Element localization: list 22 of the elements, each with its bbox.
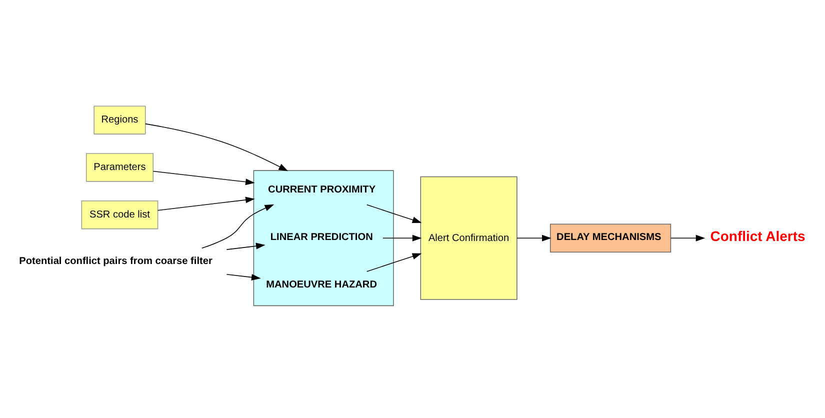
node-text: MANOEUVRE HAZARD xyxy=(266,279,377,290)
cluster xyxy=(253,170,394,306)
node-box: Alert Confirmation xyxy=(420,176,518,300)
arrow xyxy=(366,204,422,224)
arrow xyxy=(226,274,261,281)
node-text: LINEAR PREDICTION xyxy=(270,232,373,243)
node-box: Parameters xyxy=(86,153,154,182)
node-text: Potential conflict pairs from coarse filter xyxy=(19,256,212,268)
node-text: CURRENT PROXIMITY xyxy=(268,184,376,196)
arrow xyxy=(670,234,706,242)
node-box: SSR code list xyxy=(81,200,158,230)
arrow xyxy=(226,242,266,250)
arrow xyxy=(366,253,422,272)
arrow xyxy=(157,196,255,211)
arrow xyxy=(516,234,552,242)
arrow xyxy=(152,170,255,186)
arrow xyxy=(382,234,422,242)
node-box: DELAY MECHANISMS xyxy=(550,224,672,252)
node-box: Regions xyxy=(94,106,146,134)
arrow xyxy=(145,123,288,172)
node-text: Conflict Alerts xyxy=(710,228,806,244)
arrow xyxy=(202,204,274,249)
